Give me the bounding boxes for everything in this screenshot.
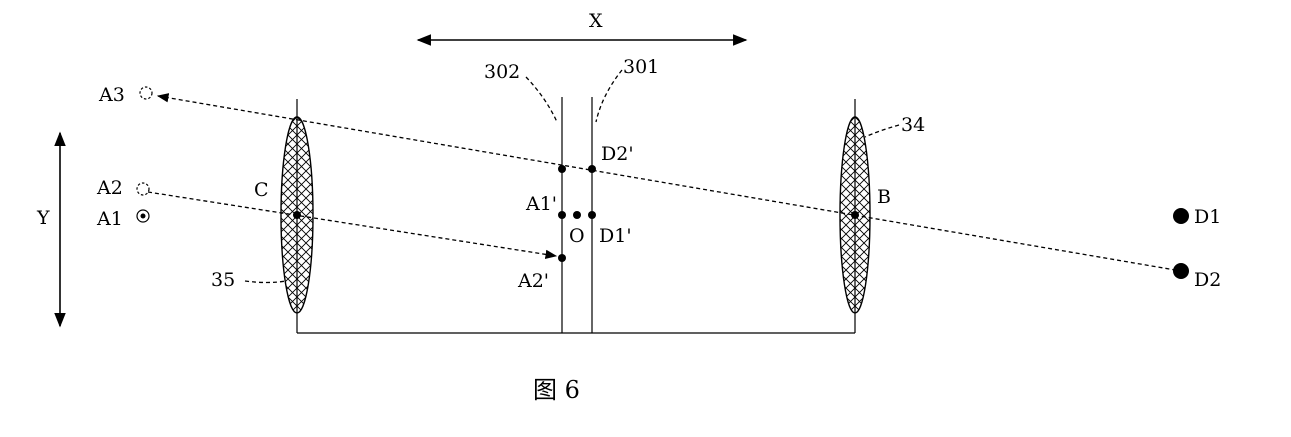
point-d2p-left (558, 165, 566, 173)
label-a3: A3 (98, 84, 125, 106)
label-35: 35 (211, 269, 235, 291)
label-d1: D1 (1194, 206, 1221, 228)
label-301: 301 (623, 56, 659, 78)
ray-a2-a2prime (148, 192, 556, 256)
leader-301 (596, 70, 622, 122)
label-a1: A1 (96, 208, 123, 230)
label-a1p: A1' (525, 193, 557, 215)
point-a2 (137, 183, 149, 195)
point-a1-core (141, 214, 146, 219)
y-axis-label: Y (36, 207, 50, 229)
leader-302 (526, 77, 557, 122)
label-d2p: D2' (601, 143, 634, 165)
figure-caption: 图 6 (533, 376, 580, 404)
leader-34 (865, 125, 899, 137)
point-a2p (558, 254, 566, 262)
label-c: C (254, 179, 269, 201)
point-o (573, 211, 581, 219)
point-a3 (140, 87, 152, 99)
label-b: B (877, 186, 891, 208)
label-a2p: A2' (517, 270, 549, 292)
point-d2 (1173, 263, 1189, 279)
leader-35 (245, 281, 286, 283)
point-b (851, 211, 859, 219)
label-o: O (569, 225, 585, 247)
x-axis-label: X (589, 10, 603, 32)
point-d2p (588, 165, 596, 173)
point-d1p (588, 211, 596, 219)
label-d1p: D1' (599, 225, 632, 247)
label-d2: D2 (1194, 269, 1221, 291)
point-a1p (558, 211, 566, 219)
label-34: 34 (901, 114, 925, 136)
point-c (293, 211, 301, 219)
label-302: 302 (484, 61, 520, 83)
point-d1 (1173, 208, 1189, 224)
label-a2: A2 (96, 177, 123, 199)
